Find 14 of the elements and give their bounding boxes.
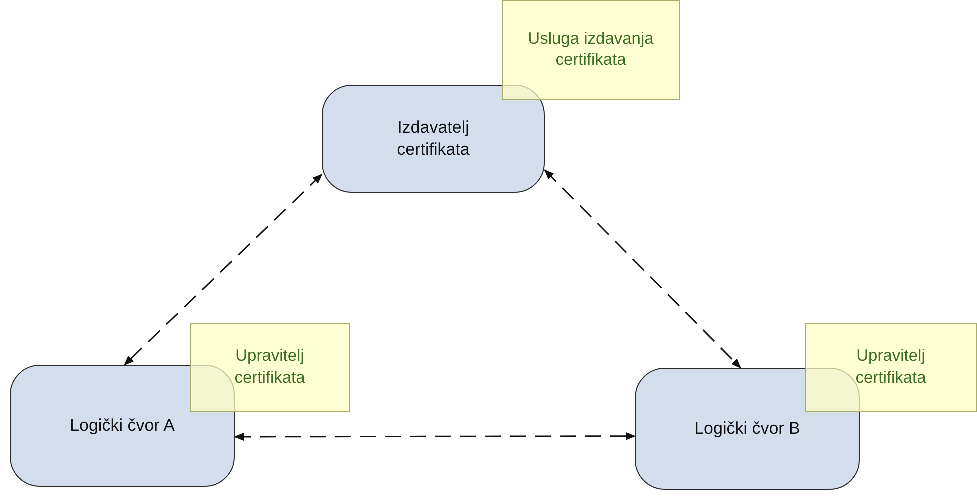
node-label: Upravitelj certifikata (854, 346, 928, 388)
node-label: Upravitelj certifikata (234, 346, 306, 388)
note-box (190, 323, 350, 412)
dashed-arrow (234, 432, 636, 441)
node-label: Usluga izdavanja certifikata (527, 28, 655, 71)
note-box (502, 0, 680, 100)
rounded-box (322, 85, 545, 193)
node-label: Izdavatelj certifikata (396, 116, 471, 161)
dashed-arrow (124, 174, 323, 366)
rounded-box (10, 365, 235, 487)
node-label: Logički čvor A (70, 414, 175, 437)
dashed-arrow (544, 170, 742, 369)
node-label: Logički čvor B (694, 418, 800, 440)
note-box (805, 323, 977, 412)
